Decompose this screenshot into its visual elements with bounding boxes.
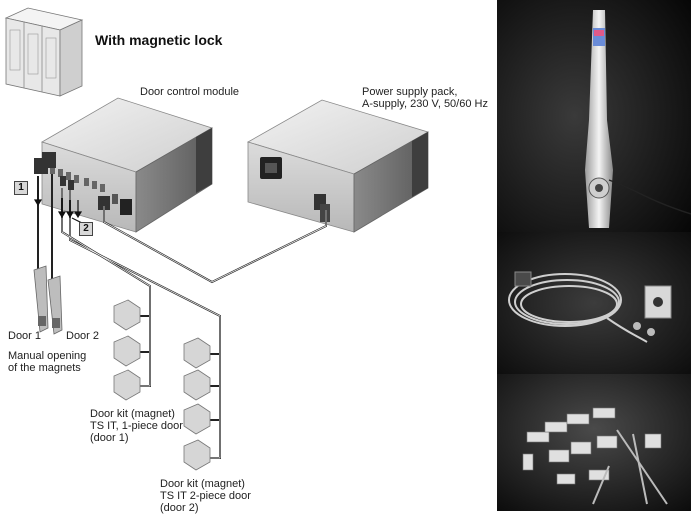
label-manual-opening-line2: of the magnets (8, 362, 81, 374)
label-kit2-line3: (door 2) (160, 502, 199, 514)
cables (37, 174, 327, 459)
module-connectors (34, 152, 110, 210)
label-kit2-line2: TS IT 2-piece door (160, 490, 251, 502)
door-kit-parts-photo (497, 374, 691, 511)
handle-door-2 (47, 275, 63, 335)
door-handle-photo (497, 0, 691, 232)
door-kit-1-magnets (113, 299, 141, 401)
label-power-supply-line1: Power supply pack, (362, 86, 458, 98)
callout-2: 2 (79, 222, 93, 236)
rack-cabinet-icon (4, 7, 84, 97)
label-door-2: Door 2 (66, 330, 100, 342)
door-kit-2-magnets (183, 337, 211, 471)
door-control-module (41, 97, 213, 233)
label-kit2-line1: Door kit (magnet) (160, 478, 245, 490)
label-door-1: Door 1 (8, 330, 42, 342)
callout-1: 1 (14, 181, 28, 195)
label-manual-opening-line1: Manual opening (8, 350, 87, 362)
power-supply-pack (246, 99, 430, 233)
label-kit1-line2: TS IT, 1-piece door (90, 420, 183, 432)
label-kit1-line3: (door 1) (90, 432, 129, 444)
label-door-control-module: Door control module (140, 86, 240, 98)
label-power-supply-line2: A-supply, 230 V, 50/60 Hz (362, 98, 488, 110)
handle-door-1 (33, 265, 49, 333)
diagram-title: With magnetic lock (95, 32, 223, 48)
label-kit1-line1: Door kit (magnet) (90, 408, 175, 420)
cable-bracket-photo (497, 232, 691, 374)
